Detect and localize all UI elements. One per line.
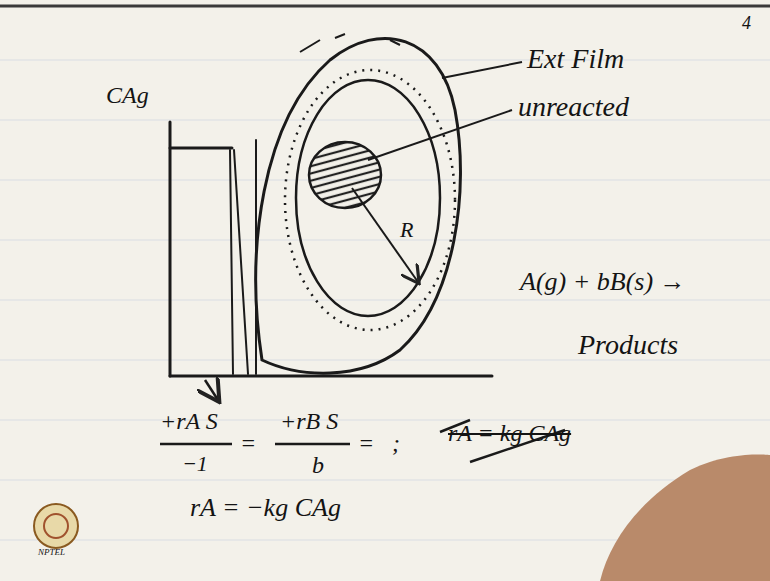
handwritten-label: −1 <box>182 452 208 476</box>
handwritten-label: R <box>400 218 413 242</box>
ruled-lines <box>0 60 770 540</box>
logo <box>34 504 78 548</box>
handwritten-label: unreacted <box>518 92 629 123</box>
handwritten-label: ; <box>392 430 400 456</box>
handwritten-label: A(g) + bB(s) → <box>520 268 686 297</box>
handwritten-label: rA = kg CAg <box>448 420 571 446</box>
handwritten-label: Products <box>578 330 678 361</box>
handwritten-label: CAg <box>106 82 149 108</box>
leader-lines <box>352 62 522 282</box>
concentration-plot <box>170 122 492 376</box>
handwritten-label: Ext Film <box>527 44 624 75</box>
handwritten-label: +rB S <box>280 408 338 434</box>
handwritten-label: = <box>358 430 374 456</box>
handwritten-label: b <box>312 452 324 478</box>
handwritten-label: 4 <box>742 14 751 34</box>
page-edge <box>0 5 770 8</box>
handwritten-label: +rA S <box>160 408 218 434</box>
handwritten-label: = <box>240 430 256 456</box>
handwritten-label: rA = −kg CAg <box>190 494 341 523</box>
particle-drawing <box>256 34 461 373</box>
hand <box>600 454 770 581</box>
handwritten-label: NPTEL <box>38 548 65 558</box>
